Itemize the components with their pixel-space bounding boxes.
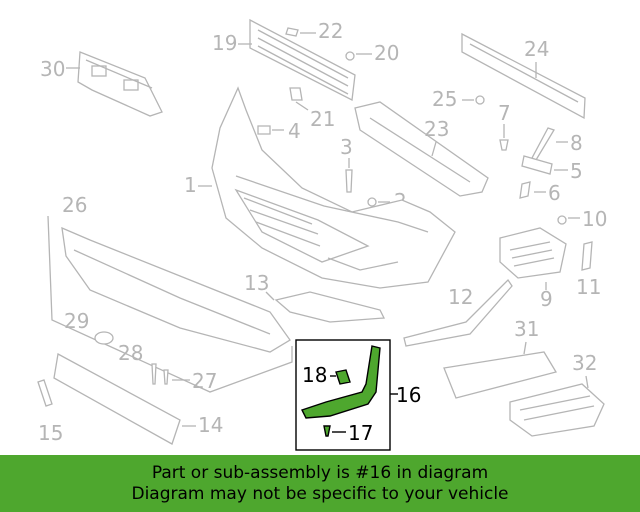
info-banner: Part or sub-assembly is #16 in diagram D… (0, 455, 640, 512)
callout-5: 5 (570, 159, 583, 183)
callout-9: 9 (540, 287, 553, 311)
callout-7: 7 (498, 101, 511, 125)
callout-13: 13 (244, 271, 269, 295)
callout-15: 15 (38, 421, 63, 445)
part-21-nut (289, 87, 303, 101)
part-6-clip (519, 181, 531, 199)
callout-20: 20 (374, 41, 399, 65)
part-18-clip[interactable] (335, 369, 351, 385)
part-10-screw (557, 215, 567, 225)
part-22-clip (285, 27, 299, 37)
part-11-trim (581, 241, 593, 271)
part-9-fog-housing (499, 227, 567, 279)
callout-3: 3 (340, 135, 353, 159)
part-27-pin (163, 369, 169, 385)
part-29-grommet (94, 331, 114, 345)
callout-23: 23 (424, 117, 449, 141)
callout-11: 11 (576, 275, 601, 299)
part-28-pin (151, 363, 157, 385)
callout-8: 8 (570, 131, 583, 155)
part-14-lower-trim (53, 352, 181, 445)
part-1-bumper-cover (211, 86, 456, 289)
part-19-upper-grille (249, 18, 356, 102)
callout-31: 31 (514, 317, 539, 341)
part-32-ribs (519, 395, 595, 421)
callout-14: 14 (198, 413, 223, 437)
callout-24: 24 (524, 37, 549, 61)
callout-12: 12 (448, 285, 473, 309)
part-5-bracket (521, 155, 553, 175)
leader-31 (523, 341, 527, 355)
part-20-screw (345, 51, 355, 61)
part-23-absorber (354, 101, 489, 197)
part-8-strip (531, 127, 555, 161)
part-16-highlighted[interactable] (301, 345, 381, 419)
callout-29: 29 (64, 309, 89, 333)
callout-26: 26 (62, 193, 87, 217)
callout-19: 19 (212, 31, 237, 55)
callout-10: 10 (582, 207, 607, 231)
part-4-clip (257, 125, 271, 135)
leader-21 (295, 101, 309, 111)
callout-32: 32 (572, 351, 597, 375)
part-13-trim (274, 291, 386, 323)
part-3-bolt (345, 169, 353, 193)
part-25-screw (475, 95, 485, 105)
callout-16: 16 (396, 383, 421, 407)
callout-30: 30 (40, 57, 65, 81)
callout-6: 6 (548, 181, 561, 205)
parts-diagram: 30 19 22 20 21 24 25 23 7 8 5 (37, 18, 607, 451)
callout-18: 18 (302, 363, 327, 387)
callout-4: 4 (288, 119, 301, 143)
callout-21: 21 (310, 107, 335, 131)
part-26-lower-group (47, 215, 293, 393)
callout-1: 1 (184, 173, 197, 197)
leader-13 (265, 291, 275, 301)
leader-32 (585, 375, 589, 389)
banner-line-2: Diagram may not be specific to your vehi… (131, 483, 509, 504)
callout-17: 17 (348, 421, 373, 445)
part-17-screw[interactable] (323, 425, 331, 437)
part-32-deflector (509, 383, 605, 437)
part-7-clip (499, 139, 509, 151)
part-15-trim (37, 379, 53, 407)
callout-28: 28 (118, 341, 143, 365)
part-2-screw (367, 197, 377, 207)
part-31-spoiler (443, 351, 558, 399)
part-24-reinforcement (461, 32, 586, 120)
leader-23 (431, 141, 437, 157)
callout-27: 27 (192, 369, 217, 393)
part-30-license-bracket (77, 51, 163, 117)
banner-line-1: Part or sub-assembly is #16 in diagram (151, 462, 489, 483)
part-12-trim (403, 278, 513, 347)
callout-25: 25 (432, 87, 457, 111)
callout-22: 22 (318, 19, 343, 43)
